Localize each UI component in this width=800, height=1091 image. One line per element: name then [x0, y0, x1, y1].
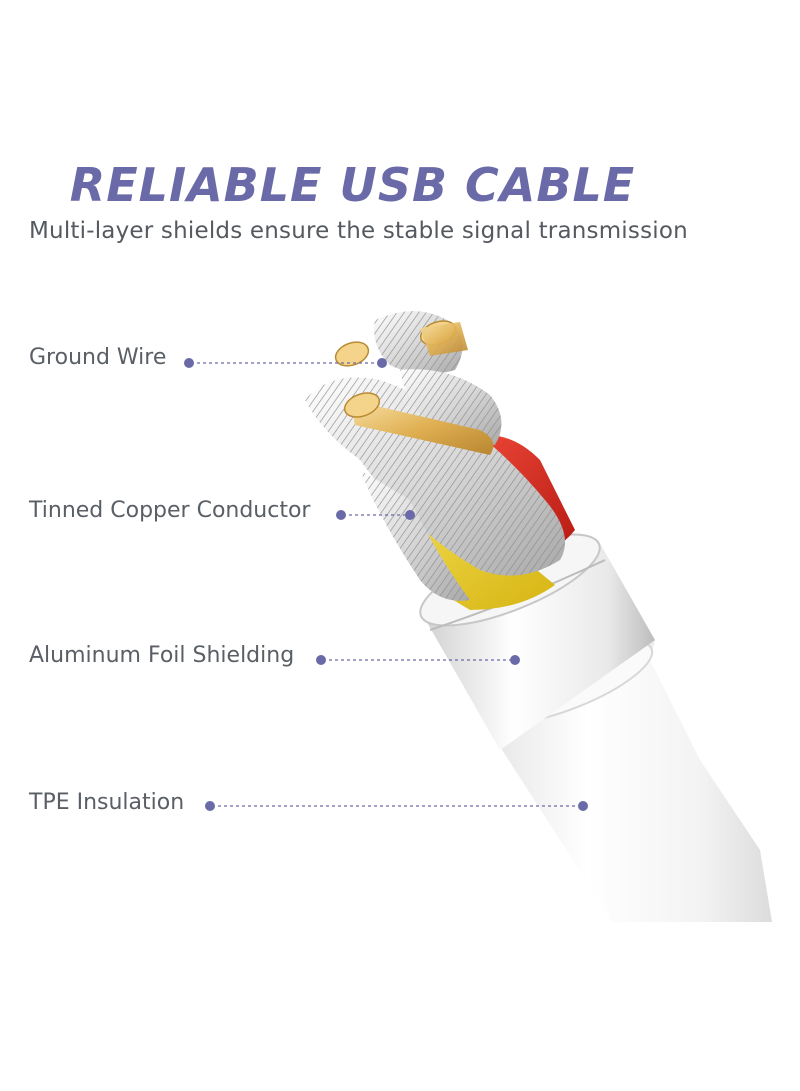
callout-tpe-insulation-leader — [205, 801, 588, 811]
callout-tinned-copper-leader — [336, 510, 415, 520]
page-title: RELIABLE USB CABLE — [69, 158, 636, 212]
callout-label-tinned-copper-conductor: Tinned Copper Conductor — [29, 498, 311, 523]
callout-label-aluminum-foil-shielding: Aluminum Foil Shielding — [29, 643, 295, 668]
callout-label-ground-wire: Ground Wire — [29, 345, 167, 370]
callout-ground-wire-leader — [184, 358, 387, 368]
callout-label-tpe-insulation: TPE Insulation — [29, 790, 185, 815]
page-subtitle: Multi-layer shields ensure the stable si… — [29, 218, 688, 244]
callout-aluminum-foil-leader — [316, 655, 520, 665]
gold-conductors — [334, 320, 494, 455]
